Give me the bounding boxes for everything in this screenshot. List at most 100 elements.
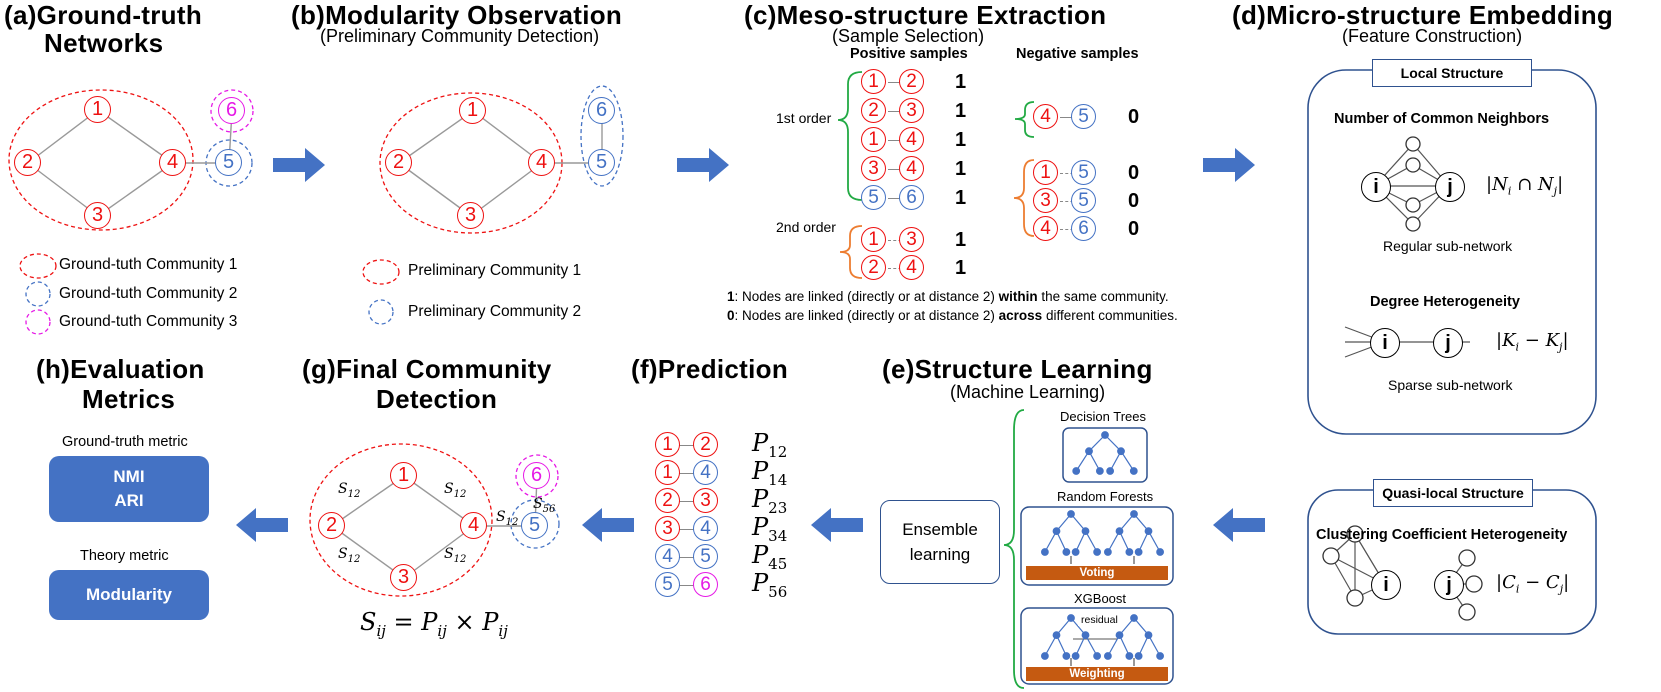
random-forests-label: Random Forests bbox=[1057, 489, 1154, 504]
pred-node-b-0: 2 bbox=[693, 432, 718, 457]
decision-tree bbox=[1072, 431, 1138, 475]
network-g-node-6: 6 bbox=[523, 462, 550, 489]
pos2-node-b-1: 4 bbox=[899, 255, 924, 280]
rf-tree-1 bbox=[1040, 510, 1101, 556]
clustering-het-label: Clustering Coefficient Heterogeneity bbox=[1316, 527, 1568, 543]
positive-header: Positive samples bbox=[850, 46, 968, 62]
legend-a-1: Ground-tuth Community 1 bbox=[59, 256, 238, 273]
node-i-common: i bbox=[1361, 172, 1391, 202]
pred-link-1 bbox=[668, 473, 694, 474]
neg2-node-b-2: 6 bbox=[1071, 216, 1096, 241]
quasi-local-label: Quasi-local Structure bbox=[1373, 479, 1533, 507]
legend-b-2: Preliminary Community 2 bbox=[408, 303, 582, 320]
network-b-node-1: 1 bbox=[459, 97, 486, 124]
xgb-tree-2 bbox=[1103, 614, 1164, 660]
network-g-node-2: 2 bbox=[318, 512, 345, 539]
node-i-degree: i bbox=[1370, 328, 1400, 358]
pos1-node-a-1: 2 bbox=[861, 98, 886, 123]
pred-prob-5: P56 bbox=[752, 569, 788, 601]
network-a-node-5: 5 bbox=[215, 149, 242, 176]
panel-h-title-2: Metrics bbox=[82, 384, 176, 414]
pos2-node-b-0: 3 bbox=[899, 227, 924, 252]
panel-g-title: (g)Final Community bbox=[302, 354, 552, 384]
node-i-clustering: i bbox=[1371, 570, 1401, 600]
neg2-node-b-0: 5 bbox=[1071, 160, 1096, 185]
neg2-label-0: 0 bbox=[1128, 162, 1140, 184]
legend-a-3: Ground-tuth Community 3 bbox=[59, 313, 238, 330]
pred-link-3 bbox=[668, 529, 694, 530]
network-g-node-3: 3 bbox=[390, 564, 417, 591]
clustering-formula: |Ci − Cj| bbox=[1496, 572, 1570, 596]
pos1-label-2: 1 bbox=[955, 129, 967, 151]
panel-f-title: (f)Prediction bbox=[631, 354, 789, 384]
pred-node-b-5: 6 bbox=[693, 572, 718, 597]
network-a-node-1: 1 bbox=[84, 96, 111, 123]
regular-subnetwork-label: Regular sub-network bbox=[1383, 238, 1513, 254]
network-g-node-5: 5 bbox=[521, 512, 548, 539]
neg2-node-a-0: 1 bbox=[1033, 160, 1058, 185]
pred-prob-4: P45 bbox=[752, 541, 788, 573]
first-order-label: 1st order bbox=[776, 110, 832, 126]
pos2-node-a-0: 1 bbox=[861, 227, 886, 252]
gt-metric-label: Ground-truth metric bbox=[62, 434, 188, 450]
ari-label: ARI bbox=[114, 491, 144, 510]
neg2-node-b-1: 5 bbox=[1071, 188, 1096, 213]
s12-label-5: S12 bbox=[496, 509, 519, 528]
network-a-node-3: 3 bbox=[84, 202, 111, 229]
pos1-node-b-1: 3 bbox=[899, 98, 924, 123]
pos1-node-a-0: 1 bbox=[861, 69, 886, 94]
pred-node-a-3: 3 bbox=[655, 516, 680, 541]
pos2-node-a-1: 2 bbox=[861, 255, 886, 280]
panel-h-title: (h)Evaluation bbox=[36, 354, 205, 384]
neg1-node-a-0: 4 bbox=[1033, 104, 1058, 129]
pos1-label-1: 1 bbox=[955, 100, 967, 122]
panel-g-title-2: Detection bbox=[376, 384, 498, 414]
pred-node-b-2: 3 bbox=[693, 488, 718, 513]
neg1-label-0: 0 bbox=[1128, 106, 1140, 128]
theory-metric-label: Theory metric bbox=[80, 548, 169, 564]
legend-a-2: Ground-tuth Community 2 bbox=[59, 285, 238, 302]
panel-e-subtitle: (Machine Learning) bbox=[950, 382, 1106, 402]
pred-link-2 bbox=[668, 501, 694, 502]
pred-node-a-4: 4 bbox=[655, 544, 680, 569]
ensemble-learning-box: Ensemble learning bbox=[880, 500, 1000, 584]
pos1-label-4: 1 bbox=[955, 187, 967, 209]
neg1-node-b-0: 5 bbox=[1071, 104, 1096, 129]
final-formula: Sij = Pij × Pij bbox=[360, 608, 508, 640]
panel-d-subtitle: (Feature Construction) bbox=[1342, 26, 1523, 46]
panel-a-title: (a)Ground-truth bbox=[4, 0, 203, 30]
weighting-bar: Weighting bbox=[1069, 668, 1125, 680]
rf-tree-2 bbox=[1103, 510, 1164, 556]
pos1-node-b-3: 4 bbox=[899, 156, 924, 181]
s56-label: S56 bbox=[533, 496, 556, 515]
panel-a-title-2: Networks bbox=[44, 28, 164, 58]
sparse-subnetwork-label: Sparse sub-network bbox=[1388, 377, 1513, 393]
network-b-node-6: 6 bbox=[588, 97, 615, 124]
network-g-node-4: 4 bbox=[460, 512, 487, 539]
s12-label-2: S12 bbox=[444, 481, 467, 500]
pos1-node-b-4: 6 bbox=[899, 185, 924, 210]
neg2-label-2: 0 bbox=[1128, 218, 1140, 240]
pred-link-5 bbox=[668, 585, 694, 586]
neg2-node-a-1: 3 bbox=[1033, 188, 1058, 213]
decision-trees-label: Decision Trees bbox=[1060, 409, 1146, 424]
local-structure-label: Local Structure bbox=[1372, 59, 1532, 87]
node-j-common: j bbox=[1435, 172, 1465, 202]
pred-prob-0: P12 bbox=[752, 429, 788, 461]
pred-prob-2: P23 bbox=[752, 485, 788, 517]
pred-node-b-3: 4 bbox=[693, 516, 718, 541]
pred-node-a-2: 2 bbox=[655, 488, 680, 513]
pos1-node-a-4: 5 bbox=[861, 185, 886, 210]
panel-c-subtitle: (Sample Selection) bbox=[832, 26, 985, 46]
panel-b-title: (b)Modularity Observation bbox=[291, 0, 623, 30]
note-within: 1: Nodes are linked (directly or at dist… bbox=[727, 289, 1169, 304]
pos1-label-0: 1 bbox=[955, 71, 967, 93]
nmi-ari-box: NMI ARI bbox=[49, 456, 209, 522]
common-formula: |Ni ∩ Nj| bbox=[1486, 174, 1564, 198]
second-order-label: 2nd order bbox=[776, 219, 836, 235]
s12-label-4: S12 bbox=[444, 546, 467, 565]
network-a-node-2: 2 bbox=[14, 149, 41, 176]
network-a-node-6: 6 bbox=[218, 97, 245, 124]
common-neighbors-label: Number of Common Neighbors bbox=[1334, 111, 1550, 127]
pos2-label-1: 1 bbox=[955, 257, 967, 279]
